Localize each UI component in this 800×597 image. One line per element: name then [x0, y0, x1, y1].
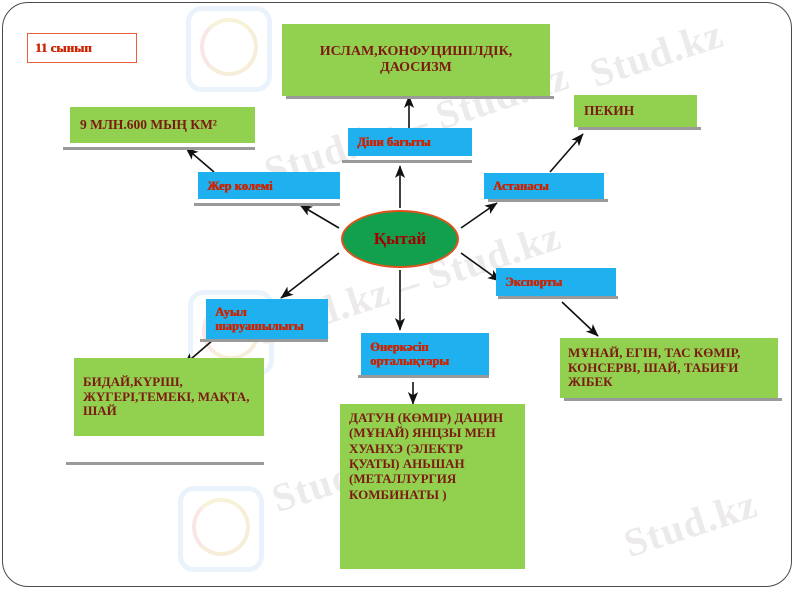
shadow-export-label: [498, 296, 618, 299]
shadow-religion-label: [342, 160, 472, 163]
watermark-text-5: Stud.kz: [618, 480, 763, 567]
node-religion-value: ИСЛАМ,КОНФУЦИШІЛДІК, ДАОСИЗМ: [282, 24, 550, 96]
node-industry-label: Өнеркәсіп орталықтары: [361, 333, 489, 375]
node-export-label: Экспорты: [496, 268, 616, 296]
shadow-religion-value: [286, 96, 554, 99]
node-industry-value: ДАТУН (КӨМІР) ДАЦИН (МҰНАЙ) ЯНЦЗЫ МЕН ХУ…: [340, 404, 525, 569]
watermark-logo-top: [186, 6, 272, 92]
node-export-value-text: МҰНАЙ, ЕГІН, ТАС КӨМІР, КОНСЕРВІ, ШАЙ, Т…: [568, 345, 741, 390]
shadow-capital-label: [488, 199, 608, 202]
node-area-label-text: Жер көлемі: [207, 178, 273, 193]
node-industry-label-text: Өнеркәсіп орталықтары: [370, 340, 449, 368]
node-area-value: 9 МЛН.600 МЫҢ КМ²: [70, 107, 255, 143]
node-religion-value-text: ИСЛАМ,КОНФУЦИШІЛДІК, ДАОСИЗМ: [319, 44, 513, 75]
node-religion-label-text: Діни бағыты: [357, 135, 431, 149]
shadow-capital-value: [578, 127, 701, 130]
shadow-agriculture-value: [66, 462, 264, 465]
grade-badge: 11 сынып: [27, 33, 137, 63]
node-area-value-text: 9 МЛН.600 МЫҢ КМ²: [80, 117, 217, 133]
center-node-china: Қытай: [341, 210, 459, 268]
node-capital-label: Астанасы: [484, 173, 604, 199]
node-area-label: Жер көлемі: [198, 172, 340, 199]
node-capital-label-text: Астанасы: [493, 179, 549, 193]
watermark-logo-bottom: [178, 486, 264, 572]
node-capital-value: ПЕКИН: [574, 95, 697, 127]
watermark-text-4: Stud.kz: [584, 10, 729, 97]
node-religion-label: Діни бағыты: [348, 128, 472, 156]
shadow-area-label: [194, 203, 340, 206]
shadow-area-value: [63, 147, 255, 150]
watermark-bird-top: [200, 18, 258, 76]
node-agriculture-label: Ауыл шаруашылығы: [206, 299, 328, 339]
node-export-label-text: Экспорты: [505, 275, 563, 289]
node-industry-value-text: ДАТУН (КӨМІР) ДАЦИН (МҰНАЙ) ЯНЦЗЫ МЕН ХУ…: [349, 410, 504, 502]
shadow-industry-label: [358, 375, 489, 378]
shadow-agriculture-label: [200, 339, 328, 342]
node-agriculture-label-text: Ауыл шаруашылығы: [215, 305, 304, 333]
node-capital-value-text: ПЕКИН: [584, 103, 635, 119]
watermark-bird-bottom: [192, 498, 250, 556]
center-node-label: Қытай: [373, 229, 427, 248]
node-agriculture-value: БИДАЙ,КҮРІШ, ЖҮГЕРІ,ТЕМЕКІ, МАҚТА, ШАЙ: [74, 358, 264, 436]
node-export-value: МҰНАЙ, ЕГІН, ТАС КӨМІР, КОНСЕРВІ, ШАЙ, Т…: [560, 338, 778, 398]
shadow-export-value: [564, 398, 782, 401]
node-agriculture-value-text: БИДАЙ,КҮРІШ, ЖҮГЕРІ,ТЕМЕКІ, МАҚТА, ШАЙ: [83, 374, 250, 419]
